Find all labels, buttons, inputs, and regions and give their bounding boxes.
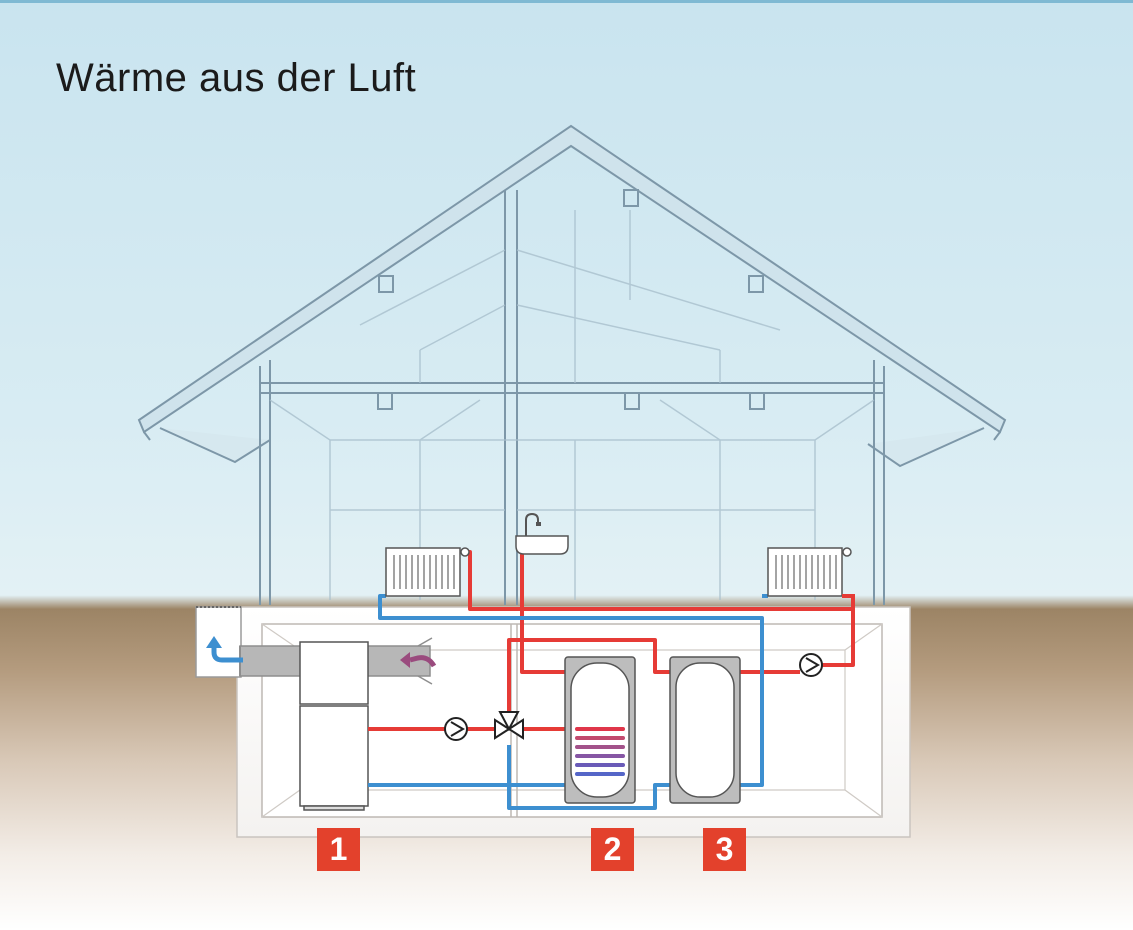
cold-water-pipes (368, 594, 768, 810)
label-heat-pump: 1 (317, 828, 360, 871)
heat-pump (299, 641, 369, 811)
roof (137, 124, 1007, 468)
diagram-title: Wärme aus der Luft (56, 56, 417, 100)
air-intake-box (195, 606, 242, 678)
sink-tap-icon (515, 512, 569, 555)
radiator-icon (385, 547, 470, 597)
three-way-valve-icon (494, 711, 524, 740)
house-frame (259, 189, 885, 605)
radiator-icon (767, 547, 852, 597)
radiator-supply-pipe (842, 594, 855, 609)
interior-perspective (269, 210, 875, 600)
top-border (0, 0, 1133, 3)
buffer-tank (669, 656, 741, 804)
circulation-pump-icon (799, 653, 823, 677)
heat-exchanger-coil (575, 727, 625, 776)
label-buffer-tank: 3 (703, 828, 746, 871)
intake-air-arrow-icon (400, 652, 437, 668)
circulation-pump-icon (444, 717, 468, 741)
exhaust-air-arrow-icon (206, 636, 243, 663)
label-hot-water-tank: 2 (591, 828, 634, 871)
